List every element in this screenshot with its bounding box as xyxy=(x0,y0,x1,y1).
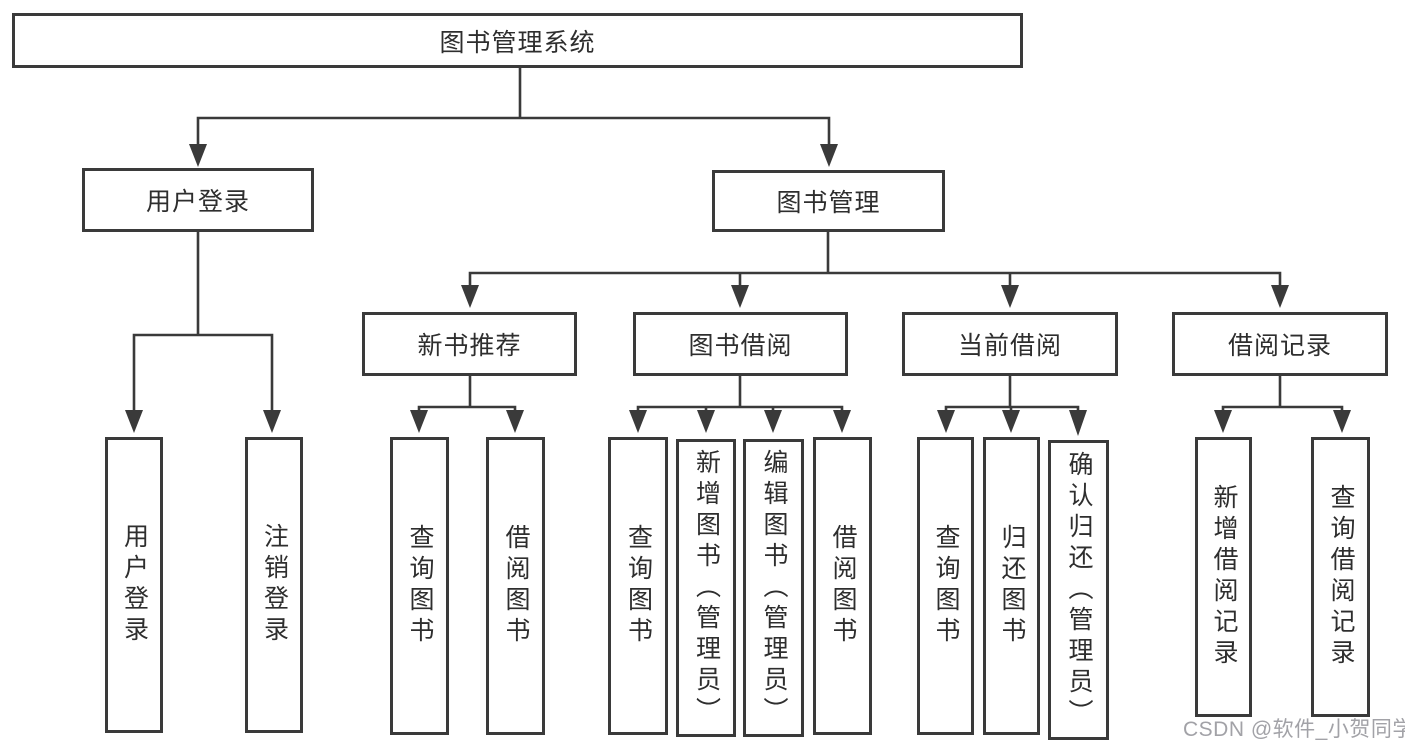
arrow-down-icon xyxy=(629,410,647,433)
node-leaf-logout-label: 注销登录 xyxy=(260,523,289,647)
node-leaf-borrow-books-1: 借阅图书 xyxy=(486,437,545,735)
node-new-book-recommend: 新书推荐 xyxy=(362,312,577,376)
arrow-down-icon xyxy=(697,410,715,433)
node-leaf-query-books-3-label: 查询图书 xyxy=(932,524,960,648)
node-borrow-records: 借阅记录 xyxy=(1172,312,1388,376)
node-leaf-add-books-admin: 新增图书（管理员） xyxy=(676,439,736,737)
arrow-down-icon xyxy=(1333,410,1351,433)
node-leaf-user-login-label: 用户登录 xyxy=(120,523,149,647)
node-leaf-return-books: 归还图书 xyxy=(983,437,1040,735)
node-leaf-add-borrow-record-label: 新增借阅记录 xyxy=(1210,484,1238,670)
node-user-login: 用户登录 xyxy=(82,168,314,232)
node-leaf-add-books-admin-label: 新增图书（管理员） xyxy=(692,448,721,728)
node-leaf-logout: 注销登录 xyxy=(245,437,303,733)
node-leaf-confirm-return-admin: 确认归还（管理员） xyxy=(1048,440,1109,740)
node-leaf-borrow-books-2: 借阅图书 xyxy=(813,437,872,735)
node-new-book-recommend-label: 新书推荐 xyxy=(417,332,522,360)
node-leaf-query-books-2-label: 查询图书 xyxy=(624,524,653,648)
node-leaf-borrow-books-1-label: 借阅图书 xyxy=(502,524,530,648)
node-leaf-query-borrow-record: 查询借阅记录 xyxy=(1311,437,1370,717)
node-leaf-query-books-1: 查询图书 xyxy=(390,437,449,735)
node-leaf-query-books-1-label: 查询图书 xyxy=(406,524,434,648)
node-borrow-records-label: 借阅记录 xyxy=(1227,332,1332,360)
node-user-login-label: 用户登录 xyxy=(145,188,250,216)
arrow-down-icon xyxy=(1214,410,1232,433)
arrow-down-icon xyxy=(1001,285,1019,308)
arrow-down-icon xyxy=(506,410,524,433)
node-leaf-confirm-return-admin-label: 确认归还（管理员） xyxy=(1065,450,1093,730)
node-leaf-user-login: 用户登录 xyxy=(105,437,163,733)
node-leaf-return-books-label: 归还图书 xyxy=(998,524,1026,648)
node-leaf-borrow-books-2-label: 借阅图书 xyxy=(829,524,857,648)
arrow-down-icon xyxy=(125,410,143,433)
node-book-management: 图书管理 xyxy=(712,170,945,232)
arrow-down-icon xyxy=(833,410,851,433)
arrow-down-icon xyxy=(1069,410,1087,436)
arrow-down-icon xyxy=(263,410,281,433)
arrow-down-icon xyxy=(189,144,207,167)
node-library-system-label: 图书管理系统 xyxy=(439,28,596,57)
node-leaf-query-books-3: 查询图书 xyxy=(917,437,974,735)
node-library-system: 图书管理系统 xyxy=(12,13,1023,68)
node-leaf-edit-books-admin-label: 编辑图书（管理员） xyxy=(760,448,788,728)
arrow-down-icon xyxy=(820,144,838,167)
arrow-down-icon xyxy=(461,285,479,308)
node-leaf-add-borrow-record: 新增借阅记录 xyxy=(1195,437,1252,717)
arrow-down-icon xyxy=(410,410,428,433)
arrow-down-icon xyxy=(731,285,749,308)
node-leaf-query-books-2: 查询图书 xyxy=(608,437,668,735)
arrow-down-icon xyxy=(1271,285,1289,308)
arrow-down-icon xyxy=(1002,410,1020,433)
arrow-down-icon xyxy=(937,410,955,433)
node-leaf-query-borrow-record-label: 查询借阅记录 xyxy=(1327,484,1355,670)
node-book-management-label: 图书管理 xyxy=(776,189,881,217)
arrow-down-icon xyxy=(764,410,782,433)
node-book-borrowing: 图书借阅 xyxy=(633,312,848,376)
node-book-borrowing-label: 图书借阅 xyxy=(688,332,793,360)
node-leaf-edit-books-admin: 编辑图书（管理员） xyxy=(743,439,804,737)
csdn-watermark: CSDN @软件_小贺同学 xyxy=(1183,718,1405,741)
node-current-borrowing-label: 当前借阅 xyxy=(957,332,1062,360)
node-current-borrowing: 当前借阅 xyxy=(902,312,1118,376)
